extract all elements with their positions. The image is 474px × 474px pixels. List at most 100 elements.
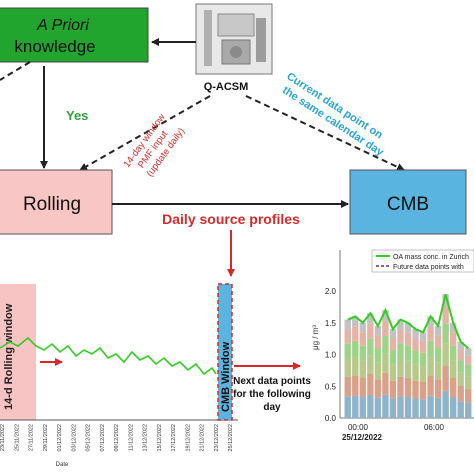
left-x-tick: 15/12/2022: [157, 424, 163, 452]
stacked-bar-segment: [344, 343, 351, 359]
stacked-bar-segment: [434, 397, 442, 418]
right-y-label: μg / m³: [311, 325, 320, 350]
stacked-bar-segment: [389, 350, 397, 365]
stacked-bar-segment: [465, 348, 472, 356]
stacked-bar-segment: [449, 378, 457, 398]
arrow-qacsm-to-cmb: [245, 95, 405, 171]
stacked-bar-segment: [344, 329, 351, 344]
right-legend: [371, 249, 474, 273]
right-y-tick: 0.0: [325, 414, 337, 423]
a-priori-box: A Priori knowledge: [0, 7, 149, 63]
stacked-bar-segment: [412, 338, 419, 351]
stacked-bar-segment: [389, 364, 397, 381]
stacked-bar-segment: [359, 360, 367, 379]
stacked-bar-segment: [374, 348, 382, 363]
stacked-bar-segment: [404, 332, 412, 346]
stacked-bar-segment: [404, 360, 412, 379]
stacked-bar-segment: [367, 323, 374, 339]
stacked-bar-segment: [442, 343, 449, 367]
stacked-bar-segment: [449, 397, 457, 418]
stacked-bar-segment: [404, 397, 412, 418]
knowledge-label: knowledge: [14, 37, 95, 56]
right-y-tick-labels: 0.00.51.01.52.0: [325, 287, 337, 423]
stacked-bar-segment: [389, 329, 397, 339]
right-y-tick: 1.5: [325, 319, 337, 328]
stacked-bar-segment: [367, 394, 374, 418]
stacked-bar-segment: [374, 379, 382, 398]
stacked-bar-segment: [457, 349, 464, 361]
stacked-bar-segment: [397, 358, 404, 377]
stacked-bar-segment: [434, 335, 442, 349]
legend-future-label: Future data points with: [393, 264, 464, 271]
stacked-bar-segment: [367, 374, 374, 395]
stacked-bar-segment: [412, 329, 419, 339]
stacked-bar-segment: [397, 376, 404, 397]
stacked-bar-segment: [465, 364, 472, 377]
stacked-bar-segment: [449, 360, 457, 379]
stacked-bar-segment: [419, 399, 427, 418]
left-x-tick: 09/12/2022: [114, 424, 120, 452]
stacked-bar-segment: [389, 380, 397, 399]
yes-label: Yes: [66, 108, 88, 123]
stacked-bar-segment: [427, 326, 434, 341]
stacked-bar-segment: [352, 316, 359, 327]
q-acsm-label: Q-ACSM: [204, 81, 249, 93]
left-x-tick: 03/12/2022: [71, 424, 77, 452]
rolling-window-label-group: 14-d Rolling window: [3, 303, 15, 410]
stacked-bar-segment: [457, 341, 464, 350]
right-y-tick: 0.5: [325, 382, 337, 391]
left-x-tick: 05/12/2022: [86, 424, 92, 452]
stacked-bar-segment: [457, 372, 464, 387]
left-x-tick: 23/12/2022: [214, 424, 220, 452]
left-x-tick: 19/12/2022: [185, 424, 191, 452]
stacked-bar-segment: [442, 323, 449, 344]
stacked-bar-segment: [427, 316, 434, 327]
stacked-bar-segment: [427, 357, 434, 376]
stacked-bar-segment: [442, 306, 449, 324]
stacked-bar-segment: [404, 378, 412, 398]
stacked-bar-segment: [419, 382, 427, 400]
right-y-label-group: μg / m³: [311, 325, 320, 350]
right-y-tick: 2.0: [325, 287, 337, 296]
left-x-tick: 07/12/2022: [100, 424, 106, 452]
stacked-bar-segment: [465, 388, 472, 403]
stacked-bar-segment: [457, 360, 464, 373]
left-x-tick: 13/12/2022: [143, 424, 149, 452]
stacked-bar-segment: [449, 345, 457, 361]
stacked-bar-segment: [382, 353, 389, 373]
right-plot-bars: [344, 294, 472, 418]
stacked-bar-segment: [442, 366, 449, 391]
stacked-bar-segment: [359, 322, 367, 333]
stacked-bar-segment: [412, 364, 419, 381]
stacked-bar-segment: [344, 376, 351, 397]
stacked-bar-segment: [389, 338, 397, 351]
stacked-bar-segment: [359, 397, 367, 418]
stacked-bar-segment: [344, 358, 351, 377]
stacked-bar-segment: [427, 375, 434, 396]
stacked-bar-segment: [465, 402, 472, 418]
next-points-line1: Next data points: [233, 376, 311, 387]
left-x-tick: 11/12/2022: [128, 424, 134, 451]
q-acsm-instrument: Q-ACSM: [195, 3, 273, 93]
stacked-bar-segment: [359, 378, 367, 398]
cmb-window-area: [217, 283, 233, 421]
arrow-qacsm-to-rolling: [79, 95, 211, 171]
current-point-label: Current data point on the same calendar …: [280, 70, 386, 159]
left-x-tick: 01/12/2022: [57, 424, 63, 452]
stacked-bar-segment: [442, 294, 449, 307]
daily-profiles-label: Daily source profiles: [162, 211, 300, 227]
stacked-bar-segment: [367, 338, 374, 356]
stacked-bar-segment: [397, 343, 404, 359]
stacked-bar-segment: [382, 394, 389, 418]
stacked-bar-segment: [374, 335, 382, 349]
cmb-window-label-group: CMB Window: [220, 341, 232, 412]
next-points-line3: day: [263, 402, 281, 413]
stacked-bar-segment: [344, 396, 351, 418]
left-x-tick: 29/11/2022: [43, 424, 49, 451]
rolling-box: Rolling: [0, 169, 113, 235]
stacked-bar-segment: [382, 310, 389, 321]
rolling-window-area: [0, 284, 36, 420]
